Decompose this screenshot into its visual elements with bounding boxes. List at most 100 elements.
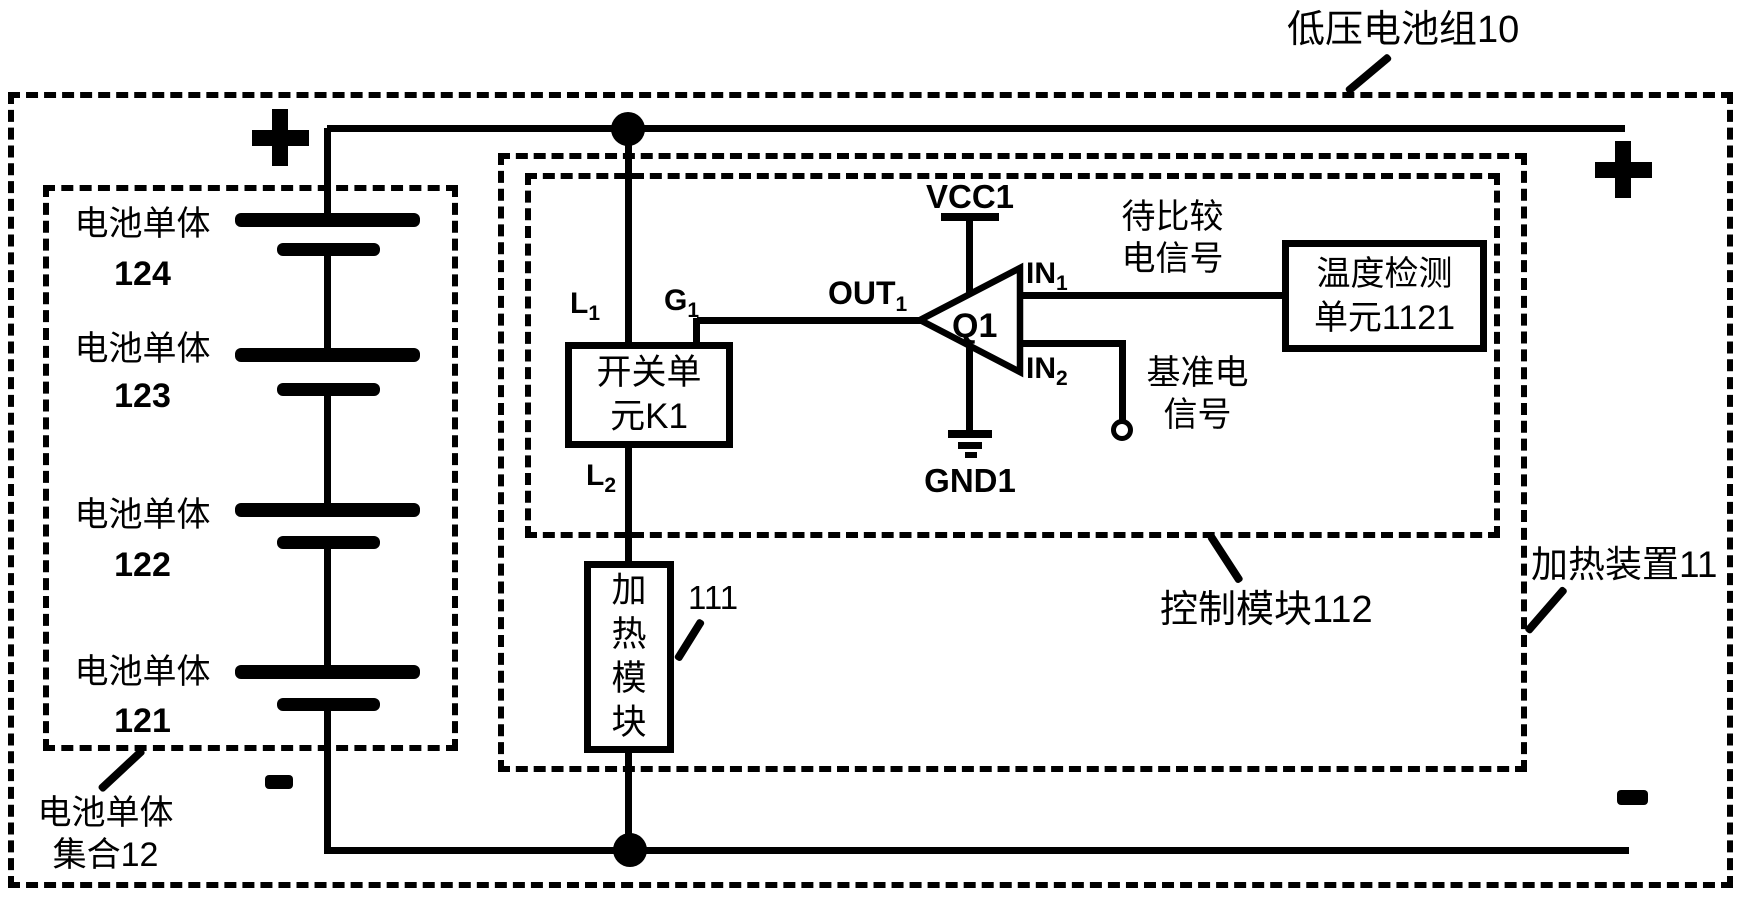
compare-signal-line2: 电信号 (1121, 240, 1224, 278)
plus-symbol-left (252, 130, 309, 146)
cell-123-number-text: 123 (114, 377, 171, 415)
l2-wire (625, 446, 632, 564)
pin-label-l2: L2 (586, 459, 616, 497)
in1-wire (1018, 292, 1286, 299)
reference-signal-label: 基准电 信号 (1135, 352, 1260, 436)
temp-detect-unit-box: 温度检测 单元1121 (1282, 240, 1487, 352)
vcc1-text: VCC1 (925, 178, 1015, 215)
out-wire (697, 317, 922, 324)
battery-short-plate (277, 698, 380, 711)
plus-symbol-right (1595, 162, 1652, 178)
pin-l2-base: L (586, 459, 605, 492)
cell-121-number: 121 (55, 702, 230, 740)
battery-cells-box (43, 185, 458, 751)
comparator-name-text: Q1 (952, 307, 998, 345)
comparator-triangle (912, 262, 1024, 378)
pin-out1-sub: 1 (895, 293, 908, 316)
heating-device-label: 加热装置11 (1531, 544, 1718, 586)
in2-wire-horizontal (1018, 340, 1126, 347)
switch-unit-box: 开关单 元K1 (565, 342, 733, 448)
heating-module-char: 热 (611, 615, 647, 654)
heating-module-char: 块 (611, 703, 647, 742)
pin-label-in1: IN1 (1026, 257, 1068, 295)
heating-module-ref-text: 111 (688, 579, 739, 616)
battery-long-plate (235, 503, 420, 517)
battery-long-plate (235, 213, 420, 227)
battery-short-plate (277, 536, 380, 549)
g1-stub-wire (693, 318, 700, 345)
pin-l1-sub: 1 (588, 302, 601, 325)
ground-bar-3 (965, 452, 977, 458)
cell-group-label-line2: 集合12 (52, 836, 159, 874)
pin-g1-sub: 1 (687, 299, 700, 322)
cell-122-name: 电池单体 (55, 496, 230, 534)
cell-124-number: 124 (55, 255, 230, 293)
cell-group-label-line1: 电池单体 (37, 794, 174, 832)
control-module-label-text: 控制模块112 (1160, 589, 1373, 631)
pin-label-out1: OUT1 (828, 275, 908, 316)
vcc-rail-bar (941, 213, 999, 221)
heating-device-box (498, 153, 1527, 772)
heating-module-char: 加 (611, 571, 647, 610)
gnd1-text: GND1 (924, 462, 1016, 499)
vcc-wire (966, 221, 973, 297)
pin-in1-sub: 1 (1056, 272, 1068, 295)
plus-bus-wire (327, 125, 1625, 132)
battery-long-plate (235, 348, 420, 362)
cell-124-name: 电池单体 (55, 205, 230, 243)
battery-short-plate (277, 243, 380, 256)
temp-detect-label-line2: 单元1121 (1313, 299, 1456, 337)
pin-l2-sub: 2 (604, 474, 617, 497)
bottom-junction-dot (613, 833, 647, 867)
battery-top-wire (324, 128, 331, 216)
battery-pack-box (8, 92, 1733, 888)
minus-symbol-right (1617, 790, 1648, 805)
gnd-wire (966, 344, 973, 432)
switch-unit-label-line1: 开关单 (596, 353, 702, 392)
cell-122-name-text: 电池单体 (74, 496, 211, 534)
l1-wire (625, 129, 632, 345)
pin-l1-base: L (570, 287, 589, 320)
battery-pack-label: 低压电池组10 (1287, 9, 1520, 52)
control-module-box (525, 173, 1500, 538)
cell-123-name: 电池单体 (55, 330, 230, 368)
vcc1-label: VCC1 (910, 178, 1030, 215)
battery-link-wire (324, 255, 331, 351)
pin-in1-base: IN (1026, 257, 1056, 290)
minus-bus-wire (324, 847, 1629, 854)
comparator-name-label: Q1 (952, 307, 1012, 345)
heating-device-label-text: 加热装置11 (1531, 544, 1718, 585)
ground-bar-2 (958, 442, 982, 449)
reference-signal-line2: 信号 (1163, 396, 1232, 434)
battery-short-plate (277, 383, 380, 396)
pin-label-g1: G1 (664, 284, 699, 322)
control-module-label: 控制模块112 (1160, 589, 1373, 632)
cell-124-number-text: 124 (114, 255, 171, 293)
heating-module-ref-label: 111 (688, 579, 739, 616)
reference-terminal-circle (1111, 419, 1133, 441)
pin-label-in2: IN2 (1026, 352, 1068, 390)
cell-group-label: 电池单体 集合12 (18, 792, 193, 876)
switch-unit-label-line2: 元K1 (610, 397, 688, 436)
battery-pack-leader-line (1344, 52, 1393, 96)
battery-bottom-wire (324, 710, 331, 853)
compare-signal-label: 待比较 电信号 (1105, 196, 1240, 280)
top-junction-dot (611, 112, 645, 146)
minus-symbol-left (265, 775, 293, 789)
reference-signal-line1: 基准电 (1146, 354, 1249, 392)
ground-bar-1 (948, 430, 992, 438)
pin-out1-base: OUT (828, 275, 896, 311)
cell-123-name-text: 电池单体 (74, 330, 211, 368)
battery-pack-label-text: 低压电池组10 (1287, 9, 1520, 51)
cell-123-number: 123 (55, 377, 230, 415)
battery-long-plate (235, 665, 420, 679)
temp-detect-label-line1: 温度检测 (1316, 255, 1453, 293)
cell-121-number-text: 121 (114, 702, 171, 740)
battery-link-wire (324, 395, 331, 506)
cell-122-number: 122 (55, 546, 230, 584)
pin-in2-base: IN (1026, 352, 1056, 385)
compare-signal-line1: 待比较 (1121, 198, 1224, 236)
heating-module-box: 加 热 模 块 (584, 561, 674, 753)
pin-g1-base: G (664, 284, 688, 317)
